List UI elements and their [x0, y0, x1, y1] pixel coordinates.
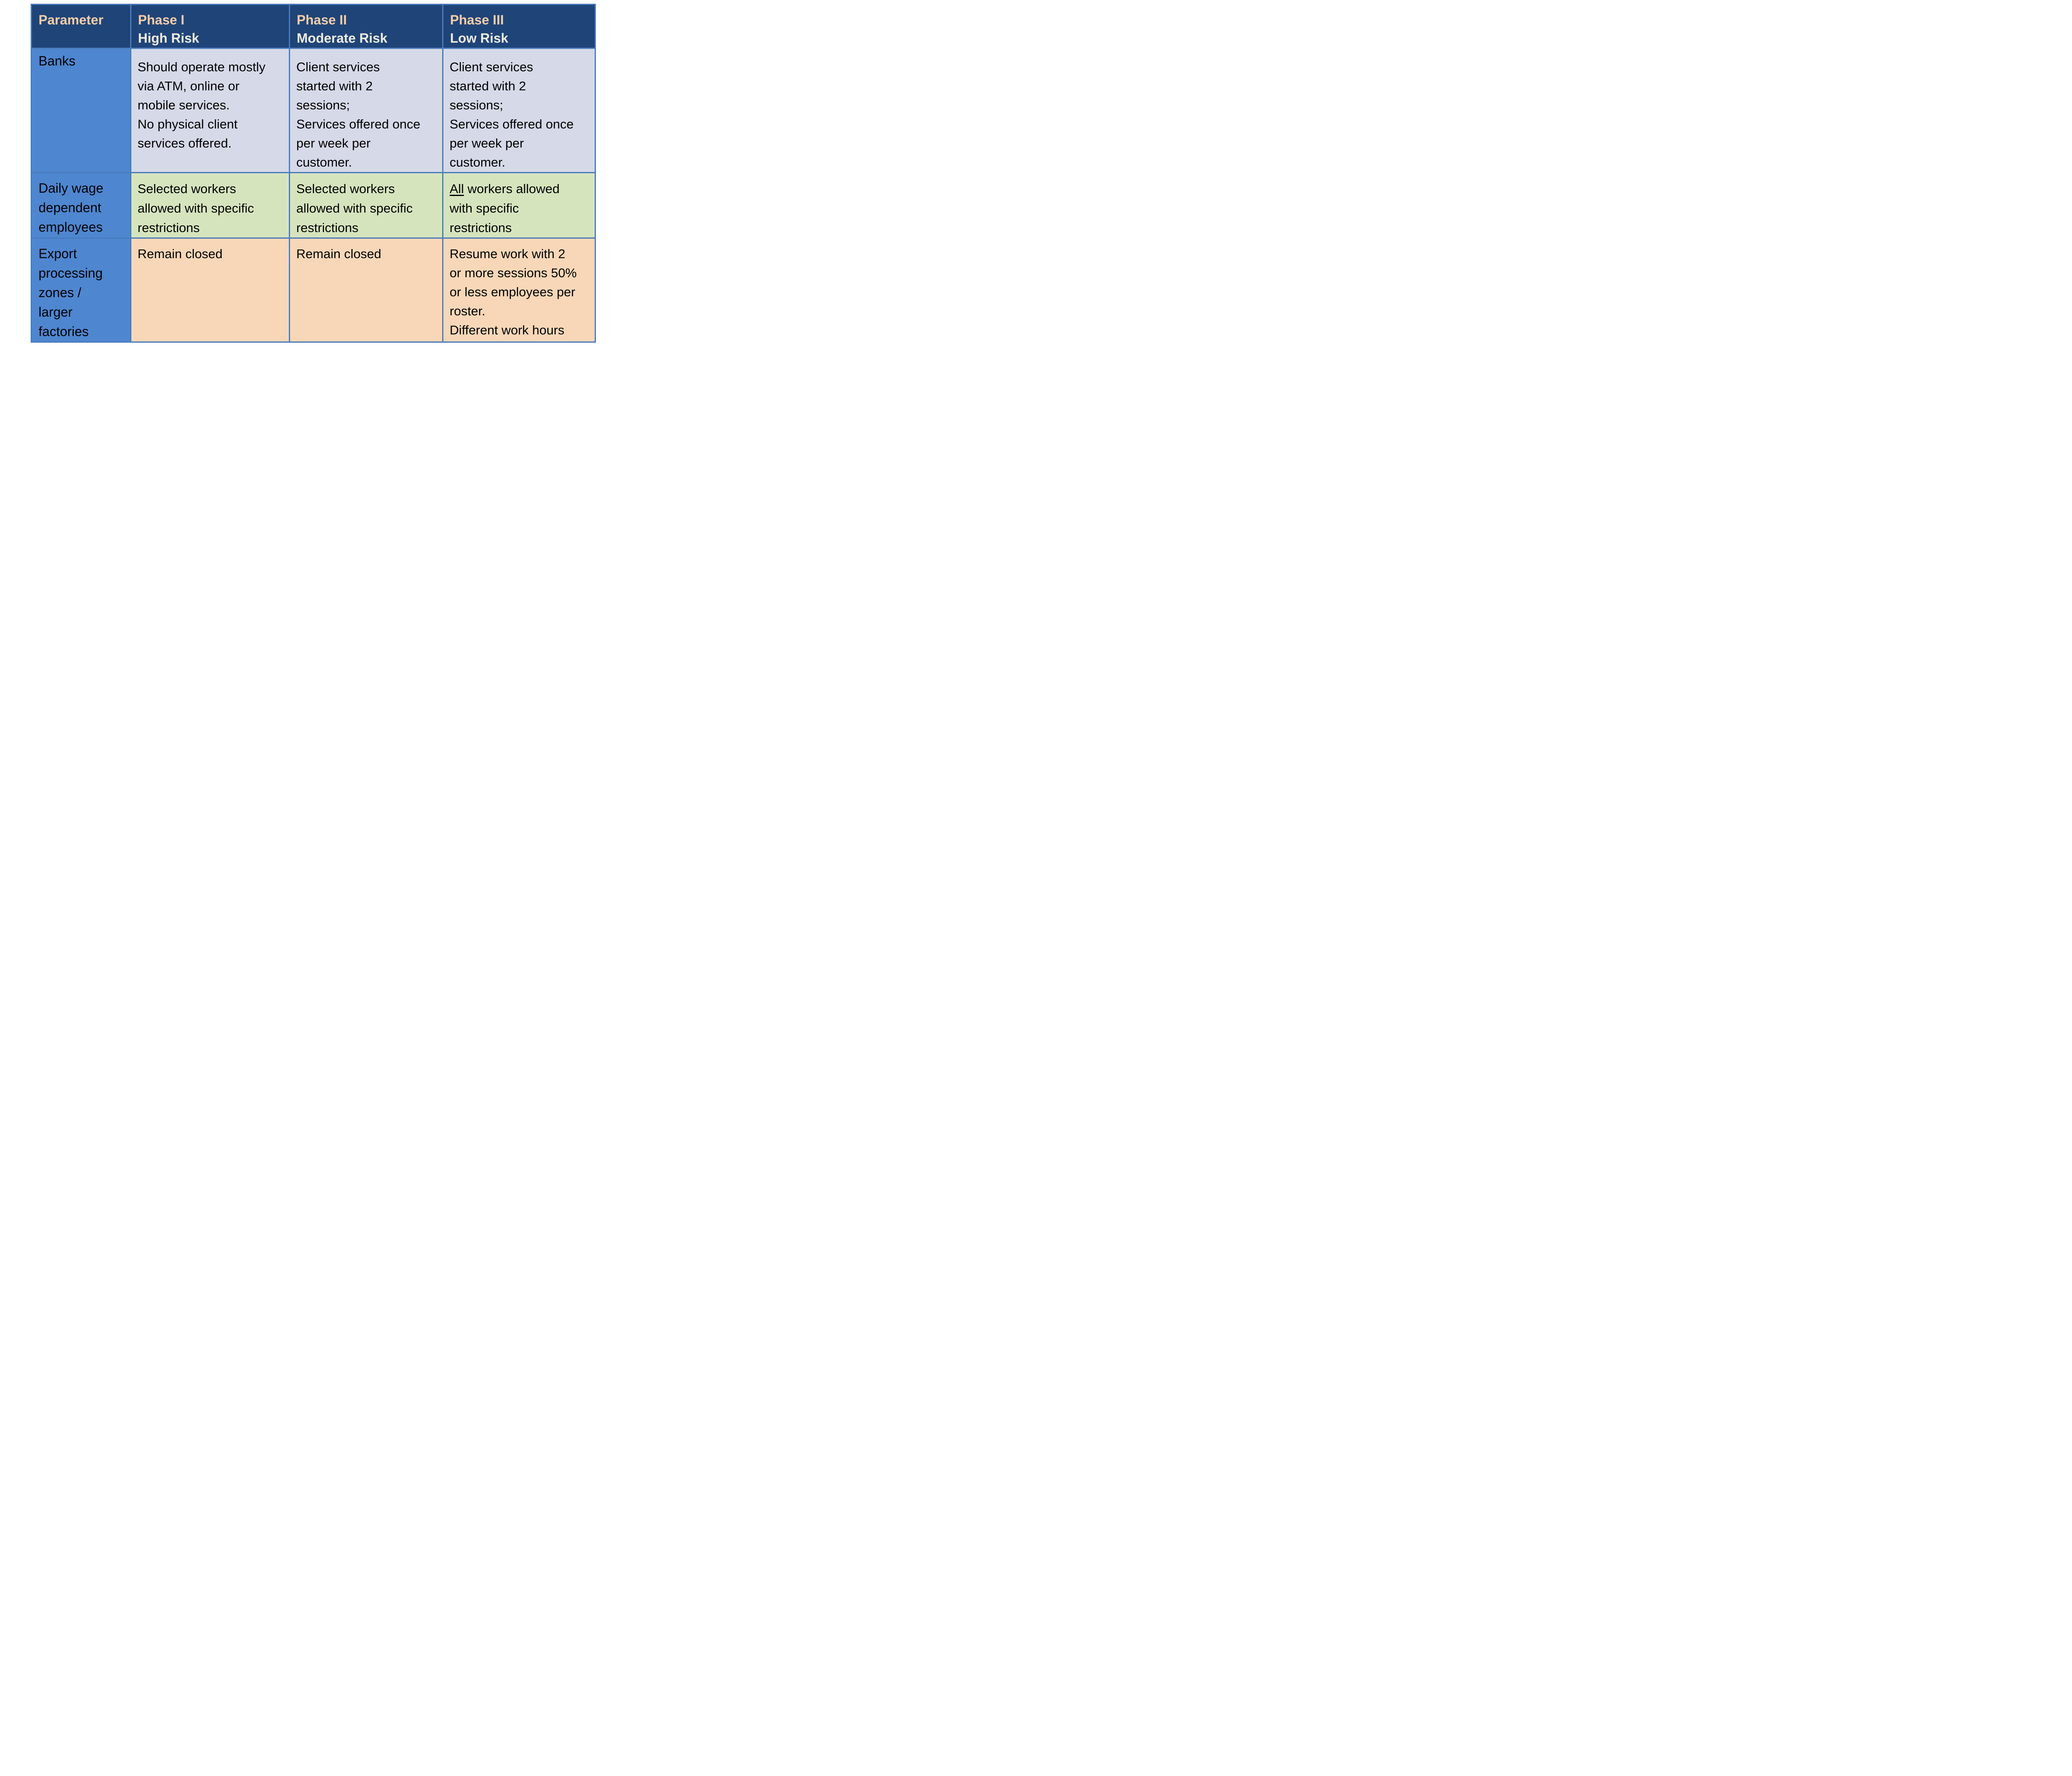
row-daily-wage: Daily wage dependent employees Selected … — [31, 172, 596, 239]
cell-daily-wage-phase2: Selected workers allowed with specific r… — [289, 172, 443, 239]
header-cell-parameter: Parameter — [31, 4, 131, 49]
cell-daily-wage-phase3: All workers allowed with specific restri… — [442, 172, 596, 239]
header-cell-phase-3: Phase III Low Risk — [442, 4, 596, 49]
param-cell-banks: Banks — [31, 48, 131, 173]
cell-banks-phase1: Should operate mostly via ATM, online or… — [130, 48, 290, 173]
phase-3-risk-label: Low Risk — [450, 31, 508, 46]
param-cell-daily-wage: Daily wage dependent employees — [31, 172, 131, 239]
phase-1-risk-label: High Risk — [138, 31, 199, 46]
cell-export-phase2: Remain closed — [289, 237, 443, 343]
header-cell-phase-1: Phase I High Risk — [130, 4, 290, 49]
slide-canvas: Parameter Phase I High Risk Phase II Mod… — [0, 0, 632, 355]
parameter-header-label: Parameter — [39, 12, 104, 27]
risk-phase-table: Parameter Phase I High Risk Phase II Mod… — [31, 4, 596, 343]
header-cell-phase-2: Phase II Moderate Risk — [289, 4, 443, 49]
param-cell-export-zones: Export processing zones / larger factori… — [31, 237, 131, 343]
underlined-all-word: All — [450, 181, 464, 196]
cell-export-phase3: Resume work with 2 or more sessions 50% … — [442, 237, 596, 343]
phase-3-label: Phase III — [450, 12, 504, 27]
phase-2-risk-label: Moderate Risk — [297, 31, 387, 46]
daily-wage-phase3-rest: workers allowed with specific restrictio… — [450, 181, 560, 235]
phase-1-label: Phase I — [138, 12, 185, 27]
cell-daily-wage-phase1: Selected workers allowed with specific r… — [130, 172, 290, 239]
cell-banks-phase2: Client services started with 2 sessions;… — [289, 48, 443, 173]
cell-banks-phase3: Client services started with 2 sessions;… — [442, 48, 596, 173]
row-banks: Banks Should operate mostly via ATM, onl… — [31, 48, 596, 173]
cell-export-phase1: Remain closed — [130, 237, 290, 343]
header-row: Parameter Phase I High Risk Phase II Mod… — [31, 4, 596, 49]
phase-2-label: Phase II — [297, 12, 347, 27]
row-export-zones: Export processing zones / larger factori… — [31, 237, 596, 343]
